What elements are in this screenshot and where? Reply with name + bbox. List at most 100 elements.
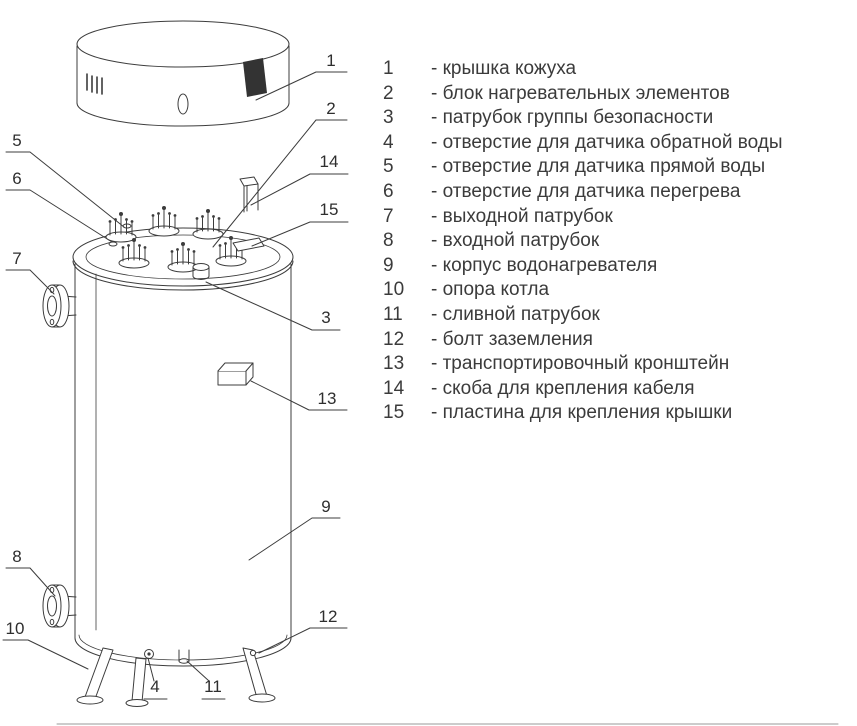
callout-14-label: 14	[320, 152, 339, 171]
callout-11-leader	[186, 660, 226, 700]
legend-number: 2	[383, 82, 394, 104]
legend-text: - корпус водонагревателя	[431, 254, 658, 276]
callout-12-label: 12	[319, 607, 338, 626]
safety-group-pipe	[192, 263, 210, 280]
legend-number: 14	[383, 377, 405, 399]
legend-row: 13 - транспортировочный кронштейн	[383, 352, 783, 377]
legend-text: - отверстие для датчика обратной воды	[431, 131, 783, 153]
callout-5: 5	[5, 131, 125, 228]
lid-vent-left-icon	[86, 73, 103, 95]
legend-row: 10 - опора котла	[383, 278, 783, 303]
callout-10-leader	[2, 639, 89, 670]
legend-row: 6 - отверстие для датчика перегрева	[383, 180, 783, 205]
legend-number: 12	[383, 328, 405, 350]
cover-fixing-plate	[232, 237, 265, 252]
legend-text: - отверстие для датчика перегрева	[431, 180, 741, 202]
callout-15-label: 15	[320, 200, 339, 219]
legend-text: - транспортировочный кронштейн	[431, 353, 730, 375]
callout-12: 12	[258, 607, 348, 654]
legend-text: - сливной патрубок	[431, 303, 600, 325]
parts-legend: 1 - крышка кожуха 2 - блок нагревательны…	[383, 57, 783, 426]
callout-4: 4	[143, 657, 168, 700]
callout-4-leader	[143, 657, 168, 700]
legend-number: 7	[383, 205, 394, 227]
callout-8: 8	[5, 547, 56, 597]
lid-handle	[177, 93, 189, 115]
legend-text: - опора котла	[431, 279, 550, 301]
legend-number: 10	[383, 279, 405, 301]
casing-lid	[76, 20, 290, 127]
legend-text: - патрубок группы безопасности	[431, 107, 714, 129]
callout-13-label: 13	[318, 389, 337, 408]
callout-11: 11	[186, 660, 226, 700]
callout-11-label: 11	[204, 677, 222, 696]
legend-row: 9 - корпус водонагревателя	[383, 254, 783, 279]
legend-number: 3	[383, 107, 394, 129]
tank-body	[74, 260, 292, 667]
callout-9: 9	[248, 497, 341, 561]
legend-text: - входной патрубок	[431, 230, 600, 252]
callout-13: 13	[250, 380, 348, 411]
callout-1-leader	[255, 71, 348, 101]
legend-text: - крышка кожуха	[431, 58, 577, 79]
callout-12-leader	[258, 627, 348, 654]
callout-14-leader	[250, 173, 349, 206]
callout-10-label: 10	[6, 619, 25, 638]
legend-row: 8 - входной патрубок	[383, 229, 783, 254]
legend-text: - скоба для крепления кабеля	[431, 377, 695, 399]
legend-row: 15 - пластина для крепления крышки	[383, 401, 783, 426]
callout-7-leader	[5, 269, 55, 295]
outlet-flange	[42, 284, 77, 328]
legend-row: 7 - выходной патрубок	[383, 205, 783, 230]
support-legs	[76, 647, 276, 707]
callout-1-label: 1	[326, 51, 335, 70]
lid-vent-right-icon	[243, 58, 267, 97]
callout-9-label: 9	[321, 497, 330, 516]
legend-row: 2 - блок нагревательных элементов	[383, 82, 783, 107]
inlet-flange	[42, 584, 77, 628]
callout-2-label: 2	[326, 99, 335, 118]
legend-number: 9	[383, 254, 394, 276]
callout-2: 2	[212, 99, 348, 248]
callout-6-leader	[5, 189, 113, 243]
callout-3-label: 3	[321, 308, 330, 327]
drain-pipe	[178, 649, 190, 664]
legend-row: 5 - отверстие для датчика прямой воды	[383, 155, 783, 180]
legend-number: 11	[383, 303, 403, 325]
callout-8-label: 8	[12, 547, 21, 566]
callout-3: 3	[205, 281, 341, 331]
callout-10: 10	[2, 619, 89, 670]
callout-1: 1	[255, 51, 348, 101]
legend-number: 5	[383, 156, 394, 178]
legend-row: 12 - болт заземления	[383, 328, 783, 353]
legend-row: 1 - крышка кожуха	[383, 57, 783, 82]
callout-14: 14	[250, 152, 349, 206]
callout-3-leader	[205, 281, 341, 331]
callout-6: 6	[5, 169, 113, 243]
transport-bracket	[217, 362, 254, 386]
legend-text: - блок нагревательных элементов	[431, 82, 730, 104]
legend-row: 14 - скоба для крепления кабеля	[383, 377, 783, 402]
callout-13-leader	[250, 380, 348, 411]
callout-9-leader	[248, 517, 341, 561]
callout-6-label: 6	[12, 169, 21, 188]
legend-number: 8	[383, 230, 394, 252]
callout-5-label: 5	[12, 131, 21, 150]
legend-text: - выходной патрубок	[431, 205, 613, 227]
callout-4-label: 4	[150, 677, 159, 696]
callout-8-leader	[5, 567, 56, 597]
legend-number: 13	[383, 353, 405, 375]
legend-row: 11 - сливной патрубок	[383, 303, 783, 328]
callout-5-leader	[5, 151, 125, 228]
return-sensor-hole	[144, 649, 154, 659]
legend-number: 6	[383, 180, 394, 202]
ground-bolt	[249, 649, 257, 657]
callouts: 1 2 14 15 5 6 7 3 13 9 8 10	[2, 51, 349, 700]
legend-text: - пластина для крепления крышки	[431, 402, 733, 424]
callout-7-label: 7	[12, 249, 21, 268]
callout-2-leader	[212, 119, 348, 248]
callout-15-leader	[251, 221, 349, 247]
legend-row: 3 - патрубок группы безопасности	[383, 106, 783, 131]
